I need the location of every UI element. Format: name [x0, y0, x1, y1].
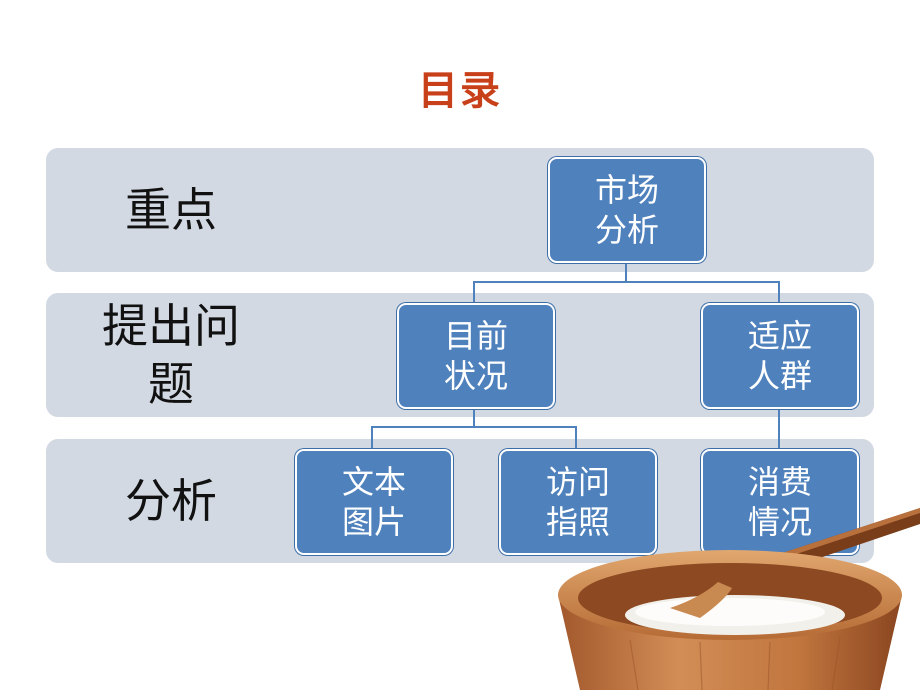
node-text-line: 情况 [747, 503, 812, 541]
row-band-key-points: 重点 [46, 148, 874, 272]
connector-market-suitable [626, 281, 780, 304]
row-label-line: 题 [148, 357, 194, 411]
row-label-line: 提出问 [102, 299, 240, 353]
node-target-audience[interactable]: 适应 人群 [701, 303, 859, 409]
node-text-line: 消费 [747, 463, 812, 501]
node-text-line: 指照 [545, 503, 610, 541]
connector-current-children [371, 407, 475, 450]
node-text-line: 状况 [443, 357, 508, 395]
page-title: 目录 [418, 68, 502, 114]
row-label-analysis: 分析 [46, 472, 296, 530]
node-current-status[interactable]: 目前 状况 [397, 303, 555, 409]
node-text-line: 目前 [443, 317, 508, 355]
row-label-line: 分析 [125, 474, 217, 528]
node-interview[interactable]: 访问 指照 [499, 449, 657, 555]
connector-market-children [473, 262, 627, 304]
node-text-line: 人群 [747, 357, 812, 395]
row-label-line: 重点 [125, 183, 217, 237]
node-text-line: 图片 [341, 503, 406, 541]
node-text-images[interactable]: 文本 图片 [295, 449, 453, 555]
rice-bucket-image [558, 508, 920, 690]
node-text-line: 文本 [341, 463, 406, 501]
node-text-line: 适应 [747, 317, 812, 355]
connector-current-interview [474, 426, 577, 450]
node-market-analysis[interactable]: 市场 分析 [548, 157, 706, 263]
row-label-key-points: 重点 [46, 181, 296, 239]
node-text-line: 市场 [594, 171, 659, 209]
node-text-line: 分析 [594, 211, 659, 249]
row-label-problem: 提出问 题 [46, 297, 296, 413]
node-text-line: 访问 [545, 463, 610, 501]
